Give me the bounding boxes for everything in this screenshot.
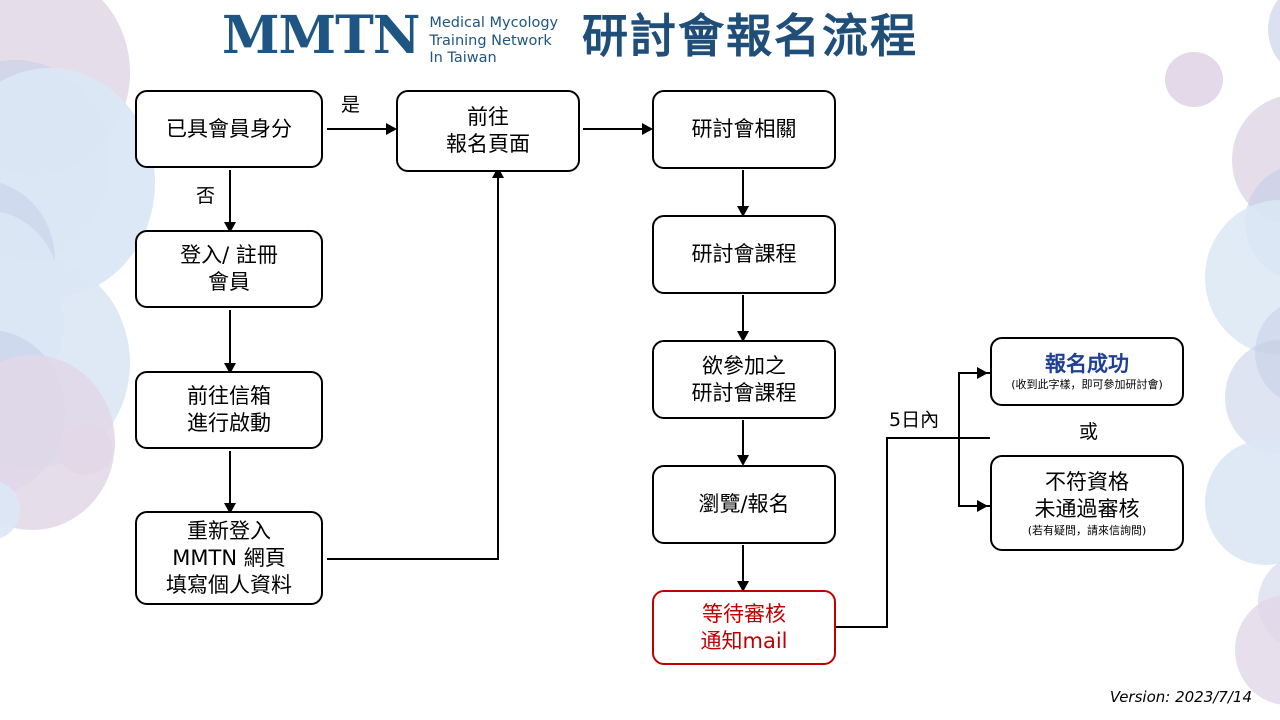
connector-login-to-mailbox <box>229 310 232 368</box>
connector-signup-to-seminar <box>583 128 645 131</box>
connector-mailbox-to-relogin <box>229 451 232 508</box>
connector-membership-to-login <box>229 170 232 227</box>
node-go-signup-page[interactable]: 前往 報名頁面 <box>396 90 580 172</box>
decor-circle <box>1165 52 1223 107</box>
success-title: 報名成功 <box>1045 351 1129 376</box>
logo-subtitle: Medical Mycology Training Network In Tai… <box>429 15 559 66</box>
connector-to-reject <box>958 505 990 508</box>
node-signup-success[interactable]: 報名成功 (收到此字樣，即可參加研討會) <box>990 337 1184 406</box>
version-label: Version: 2023/7/14 <box>1109 688 1252 706</box>
connector-browse-to-await <box>742 545 745 587</box>
connector-desired-to-browse <box>742 420 745 461</box>
node-seminar-course[interactable]: 研討會課程 <box>652 215 836 294</box>
or-label: 或 <box>1079 421 1099 443</box>
reject-note: (若有疑問，請來信詢問) <box>1027 523 1147 537</box>
arrowhead-down <box>737 206 749 217</box>
node-desired-course[interactable]: 欲參加之 研討會課程 <box>652 340 836 419</box>
arrowhead-down <box>737 331 749 342</box>
connector-split-vertical <box>958 372 961 507</box>
decor-circle <box>1268 0 1280 77</box>
node-browse-signup[interactable]: 瀏覽/報名 <box>652 465 836 544</box>
arrowhead-down <box>224 222 236 233</box>
arrowhead-right <box>977 500 988 512</box>
connector-await-out-to-split <box>886 437 990 440</box>
connector-relogin-loop-horizontal <box>327 558 499 561</box>
node-go-mailbox[interactable]: 前往信箱 進行啟動 <box>135 371 323 449</box>
edge-label-no: 否 <box>196 185 216 207</box>
node-relogin-fill-profile[interactable]: 重新登入 MMTN 網頁 填寫個人資料 <box>135 511 323 605</box>
arrowhead-down <box>224 503 236 514</box>
page-title: 研討會報名流程 <box>582 9 918 63</box>
decor-circle <box>58 425 113 475</box>
decor-circle <box>0 480 20 540</box>
connector-membership-to-signup <box>327 128 389 131</box>
arrowhead-down <box>224 363 236 374</box>
node-has-membership[interactable]: 已具會員身分 <box>135 90 323 168</box>
mmtn-logo: MMTN Medical Mycology Training Network I… <box>222 8 558 68</box>
edge-label-yes: 是 <box>341 94 361 116</box>
node-await-review[interactable]: 等待審核 通知mail <box>652 590 836 665</box>
connector-course-to-desired <box>742 295 745 337</box>
success-note: (收到此字樣，即可參加研討會) <box>1011 377 1163 391</box>
arrowhead-right <box>386 123 397 135</box>
connector-to-success <box>958 372 990 375</box>
arrowhead-down <box>737 455 749 466</box>
arrowhead-up <box>492 167 504 178</box>
connector-relogin-loop-vertical <box>497 175 500 560</box>
node-signup-rejected[interactable]: 不符資格 未通過審核 (若有疑問，請來信詢問) <box>990 455 1184 551</box>
arrowhead-down <box>737 581 749 592</box>
connector-await-out-riser <box>886 437 889 628</box>
arrowhead-right <box>977 367 988 379</box>
node-login-register[interactable]: 登入/ 註冊 會員 <box>135 230 323 308</box>
edge-label-within-5-days: 5日內 <box>889 409 940 431</box>
decor-circle <box>1205 440 1280 565</box>
decor-circle <box>1225 340 1280 455</box>
node-seminar-related[interactable]: 研討會相關 <box>652 90 836 169</box>
reject-title: 不符資格 未通過審核 <box>1034 469 1140 521</box>
connector-await-out-horizontal <box>836 626 888 629</box>
arrowhead-right <box>642 123 653 135</box>
connector-seminar-to-course <box>742 170 745 211</box>
logo-wordmark: MMTN <box>222 5 420 66</box>
